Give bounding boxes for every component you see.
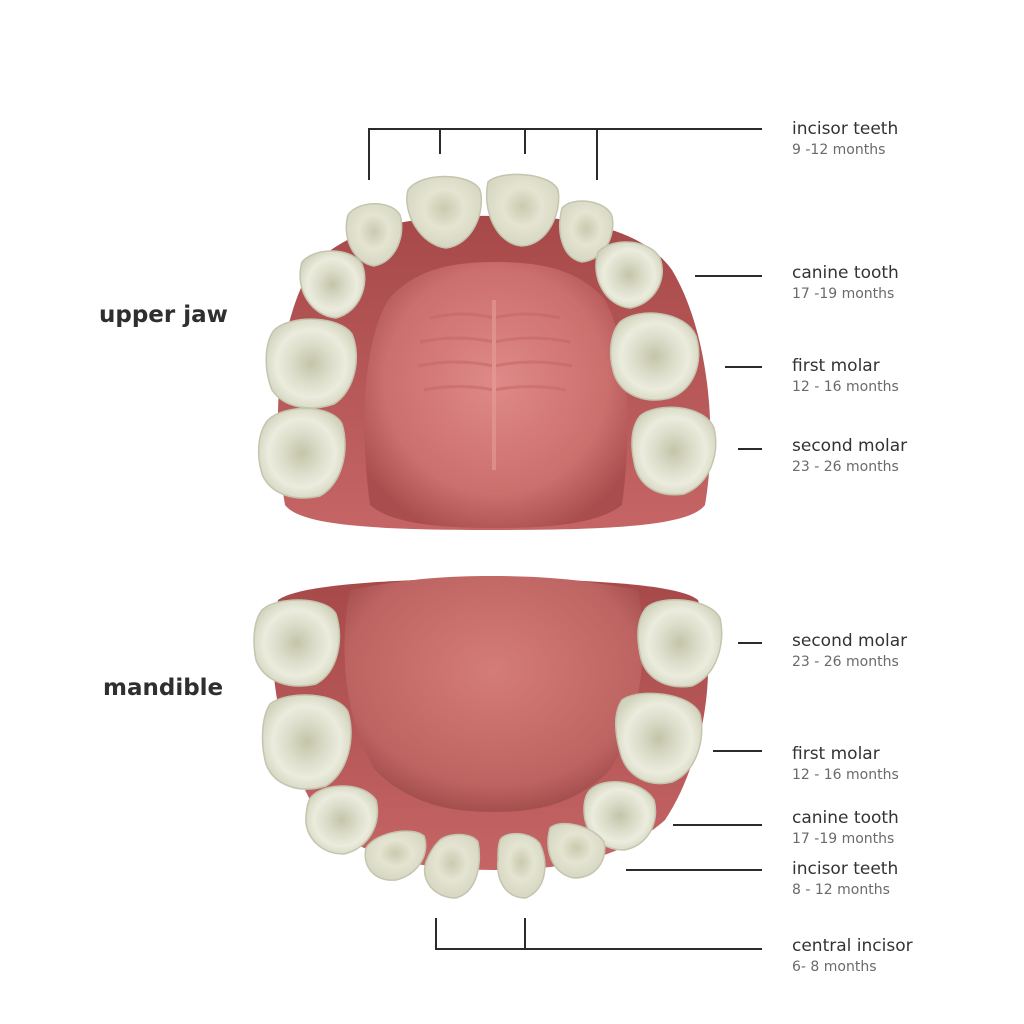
label-age: 8 - 12 months: [792, 882, 890, 898]
lower-canine-left: [305, 785, 379, 855]
label-age: 12 - 16 months: [792, 767, 899, 783]
palate-ridges: [417, 300, 573, 470]
label-age: 23 - 26 months: [792, 654, 899, 670]
upper-incisor-bracket: [368, 128, 762, 180]
label-name: canine tooth: [792, 808, 899, 828]
upper-jaw: [277, 215, 711, 531]
lower-second-molar-left: [253, 599, 341, 687]
label-upper-canine: canine tooth 17 -19 months: [792, 262, 899, 304]
upper-jaw-title: upper jaw: [99, 302, 228, 328]
upper-teeth: [257, 173, 717, 499]
lower-lateral-incisor-right: [547, 822, 606, 879]
label-upper-first-molar: first molar 12 - 16 months: [792, 355, 899, 397]
label-name: incisor teeth: [792, 119, 899, 139]
label-lower-central-incisor: central incisor 6- 8 months: [792, 935, 913, 977]
lower-lateral-incisor-left: [364, 830, 427, 881]
upper-second-molar-right: [631, 406, 717, 496]
lower-central-incisor-left: [423, 833, 481, 899]
lower-central-incisor-right: [496, 832, 546, 899]
upper-first-molar-right: [609, 312, 700, 401]
upper-canine-right: [595, 241, 663, 309]
label-age: 12 - 16 months: [792, 379, 899, 395]
label-name: first molar: [792, 356, 880, 376]
lower-first-molar-right: [615, 692, 703, 785]
label-name: incisor teeth: [792, 859, 899, 879]
tongue: [344, 576, 643, 812]
label-age: 17 -19 months: [792, 286, 895, 302]
label-age: 9 -12 months: [792, 142, 886, 158]
upper-first-molar-left: [265, 318, 358, 409]
upper-canine-left: [299, 250, 366, 319]
label-lower-second-molar: second molar 23 - 26 months: [792, 630, 907, 672]
label-upper-second-molar: second molar 23 - 26 months: [792, 435, 907, 477]
upper-second-molar-left: [257, 407, 346, 499]
lower-canine-right: [583, 780, 657, 851]
leader-lines: [368, 128, 762, 950]
label-name: first molar: [792, 744, 880, 764]
lower-first-molar-left: [261, 694, 352, 790]
label-name: central incisor: [792, 936, 913, 956]
label-name: canine tooth: [792, 263, 899, 283]
mandible-title: mandible: [103, 675, 224, 701]
label-name: second molar: [792, 436, 908, 456]
label-lower-first-molar: first molar 12 - 16 months: [792, 743, 899, 785]
label-upper-incisor: incisor teeth 9 -12 months: [792, 118, 898, 160]
upper-central-incisor-left: [406, 175, 483, 249]
label-lower-canine: canine tooth 17 -19 months: [792, 807, 899, 849]
label-age: 17 -19 months: [792, 831, 895, 847]
label-lower-incisor: incisor teeth 8 - 12 months: [792, 858, 898, 900]
lower-second-molar-right: [637, 598, 723, 688]
label-age: 6- 8 months: [792, 959, 877, 975]
lower-teeth: [253, 598, 723, 899]
label-age: 23 - 26 months: [792, 459, 899, 475]
lower-central-bracket: [435, 918, 762, 950]
upper-lateral-incisor-left: [345, 203, 403, 267]
upper-palate: [364, 262, 628, 528]
upper-central-incisor-right: [485, 173, 560, 247]
label-name: second molar: [792, 631, 908, 651]
